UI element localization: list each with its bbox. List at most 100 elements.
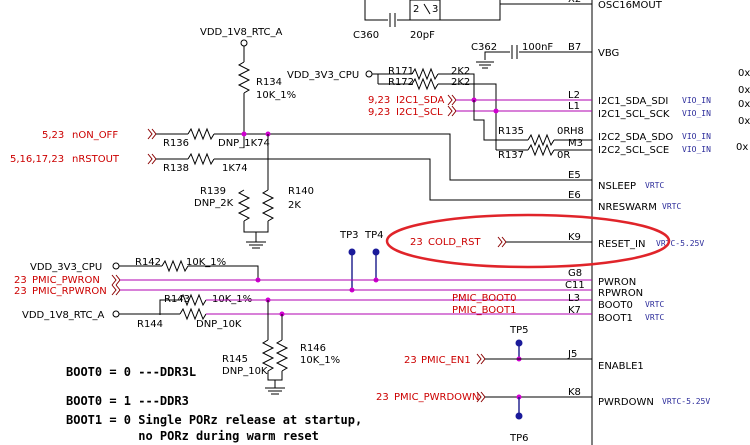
pmic-en1-net: PMIC_EN1	[421, 355, 471, 366]
pmic-boot0-net: PMIC_BOOT0	[452, 293, 517, 304]
r172-label: R172	[388, 77, 414, 88]
r140-label: R140	[288, 186, 314, 197]
i2c-rail-label: VDD_3V3_CPU	[287, 70, 359, 81]
cold-rst-net: COLD_RST	[428, 237, 481, 248]
reset-network: TP3 TP4 23 COLD_RST K9 RESET_IN VRTC-5.2…	[339, 213, 704, 293]
r171-value: 2K2	[451, 66, 470, 77]
edge-label-2: 0x	[738, 85, 750, 96]
r144-value: DNP_10K	[196, 319, 242, 330]
tp5-label: TP5	[509, 325, 529, 336]
pmic-boot1-net: PMIC_BOOT1	[452, 305, 517, 316]
nrstout-net: nRSTOUT	[72, 154, 120, 165]
i2c-network: VDD_3V3_CPU R171 R172 2K2 2K2 9,23 I2C1_…	[287, 66, 711, 161]
pin-c11-name: RPWRON	[598, 288, 643, 299]
pin-l2-name: I2C1_SDA_SDI	[598, 96, 668, 107]
vbg-cap-network: C362 100nF B7 VBG	[471, 42, 619, 69]
enable-network: TP5 23 PMIC_EN1 J5 ENABLE1	[404, 325, 644, 372]
note-line-1: BOOT0 = 0 ---DDR3L	[66, 365, 196, 379]
tp4-label: TP4	[364, 230, 384, 241]
nrstout-ref: 5,16,17,23	[10, 154, 64, 165]
non-off-ref: 5,23	[42, 130, 64, 141]
edge-label-5: 0x	[736, 142, 748, 153]
pmic-pwrdown-net: PMIC_PWRDOWN	[394, 392, 479, 403]
edge-label-3: 0x	[738, 99, 750, 110]
note-line-4: no PORz during warm reset	[66, 429, 319, 443]
pin-e5-number: E5	[568, 170, 581, 181]
pin-k8-name: PWRDOWN	[598, 397, 654, 408]
r136-value: DNP_1K74	[218, 138, 270, 149]
pin-m2-name: I2C2_SDA_SDO	[598, 132, 673, 143]
pin-m3-number: M3	[568, 138, 583, 149]
pin-g8-name: PWRON	[598, 277, 636, 288]
r146-value: 10K_1%	[300, 355, 340, 366]
r142-label: R142	[135, 257, 161, 268]
c360-label: C360	[353, 30, 379, 41]
r135-value: 0R	[557, 126, 570, 137]
pin-m3-domain: VIO_IN	[682, 145, 711, 154]
edge-label-1: 0x	[738, 68, 750, 79]
pwron-ref: 23	[14, 275, 27, 286]
r142-value: 10K_1%	[186, 257, 226, 268]
i2c-sda-ref: 9,23	[368, 95, 390, 106]
x2-pin2: 2	[413, 4, 419, 15]
c362-label: C362	[471, 42, 497, 53]
tp6-label: TP6	[509, 433, 529, 444]
pin-l3-number: L3	[568, 293, 580, 304]
pmic-pwrdown-ref: 23	[376, 392, 389, 403]
pin-e5-domain: VRTC	[645, 181, 664, 190]
c362-value: 100nF	[522, 42, 553, 53]
boot-rail-label: VDD_1V8_RTC_A	[22, 310, 105, 321]
r134-label: R134	[256, 77, 282, 88]
oscillator-fragment: C360 20pF 2 3 X2 OSC16MOUT	[353, 0, 663, 41]
cold-rst-ref: 23	[410, 237, 423, 248]
pin-l3-domain: VRTC	[645, 300, 664, 309]
pwrdown-network: 23 PMIC_PWRDOWN TP6 K8 PWRDOWN VRTC-5.25…	[376, 387, 710, 444]
reset-highlight-ellipse	[385, 213, 671, 269]
pin-l3-name: BOOT0	[598, 300, 633, 311]
osc-pin-number: X2	[568, 0, 581, 5]
pin-e6-number: E6	[568, 190, 581, 201]
pin-l2-number: L2	[568, 90, 580, 101]
pin-e5-name: NSLEEP	[598, 181, 636, 192]
right-edge-labels: 0x 0x 0x 0x 0x	[736, 68, 750, 153]
r140-value: 2K	[288, 200, 301, 211]
x2-pin3: 3	[432, 4, 438, 15]
note-line-2: BOOT0 = 1 ---DDR3	[66, 394, 189, 408]
vbg-pin-number: B7	[568, 42, 581, 53]
pwron-net: PMIC_PWRON	[32, 275, 100, 286]
r136-label: R136	[163, 138, 189, 149]
rtc-pullup-r134: VDD_1V8_RTC_A R134 10K_1%	[200, 27, 296, 148]
r137-label: R137	[498, 150, 524, 161]
pin-e6-domain: VRTC	[662, 202, 681, 211]
rpwron-net: PMIC_RPWRON	[32, 286, 107, 297]
r135-label: R135	[498, 126, 524, 137]
r144-label: R144	[137, 319, 163, 330]
pin-j5-number: J5	[567, 349, 577, 360]
pin-j5-name: ENABLE1	[598, 361, 644, 372]
pin-k9-number: K9	[568, 232, 581, 243]
pin-c11-number: C11	[565, 280, 585, 291]
control-network: 5,23 nON_OFF R136 DNP_1K74 5,16,17,23 nR…	[10, 127, 681, 249]
pin-k7-name: BOOT1	[598, 313, 633, 324]
pin-k8-domain: VRTC-5.25V	[662, 397, 710, 406]
r137-value: 0R	[557, 150, 570, 161]
pin-k9-domain: VRTC-5.25V	[656, 239, 704, 248]
pin-l1-name: I2C1_SCL_SCK	[598, 109, 670, 120]
rpwron-ref: 23	[14, 286, 27, 297]
i2c-scl-ref: 9,23	[368, 107, 390, 118]
pmic-en1-ref: 23	[404, 355, 417, 366]
r138-label: R138	[163, 163, 189, 174]
pin-e6-name: NRESWARM	[598, 202, 657, 213]
r135-note: H8	[570, 126, 584, 137]
note-line-3: BOOT1 = 0 Single PORz release at startup…	[66, 413, 362, 427]
pwr-rail-label: VDD_3V3_CPU	[30, 262, 102, 273]
pin-k8-number: K8	[568, 387, 581, 398]
i2c-sda-net: I2C1_SDA	[396, 95, 445, 106]
pin-m3-name: I2C2_SCL_SCE	[598, 145, 669, 156]
edge-label-4: 0x	[738, 116, 750, 127]
pin-k7-domain: VRTC	[645, 313, 664, 322]
osc-pin-name: OSC16MOUT	[598, 0, 663, 11]
vbg-pin-name: VBG	[598, 48, 619, 59]
